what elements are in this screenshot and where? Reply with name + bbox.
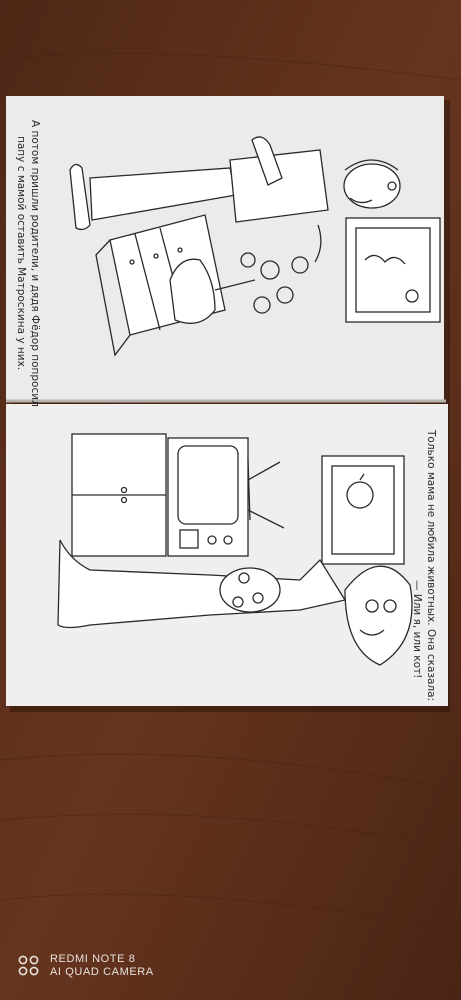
woman-figure <box>57 539 413 666</box>
page1-caption-line1: А потом пришли родители, и дядя Фёдор по… <box>29 120 41 407</box>
television <box>167 437 285 557</box>
camera-watermark-text: REDMI NOTE 8 AI QUAD CAMERA <box>50 953 154 979</box>
camera-watermark: REDMI NOTE 8 AI QUAD CAMERA <box>16 953 154 979</box>
picture-frame-1 <box>345 217 441 323</box>
wood-grain <box>0 52 461 931</box>
camera-watermark-dots <box>18 955 39 976</box>
watermark-model: REDMI NOTE 8 <box>50 953 136 965</box>
page1-caption-line2: папу с мамой оставить Матроскина у них. <box>15 136 27 371</box>
page1-illustration <box>69 136 441 357</box>
page2-caption: Только мама не любила животных. Она сказ… <box>410 430 438 701</box>
page2-illustration <box>57 433 413 666</box>
cabinet <box>71 433 167 557</box>
watermark-camera: AI QUAD CAMERA <box>50 966 154 978</box>
page1-caption: А потом пришли родители, и дядя Фёдор по… <box>14 120 42 407</box>
man-figure <box>69 136 401 263</box>
flower-vase <box>169 252 309 324</box>
picture-frame-2 <box>321 455 405 565</box>
page2-caption-line2: — Или я, или кот! <box>411 580 423 679</box>
page2-caption-line1: Только мама не любила животных. Она сказ… <box>425 430 437 702</box>
